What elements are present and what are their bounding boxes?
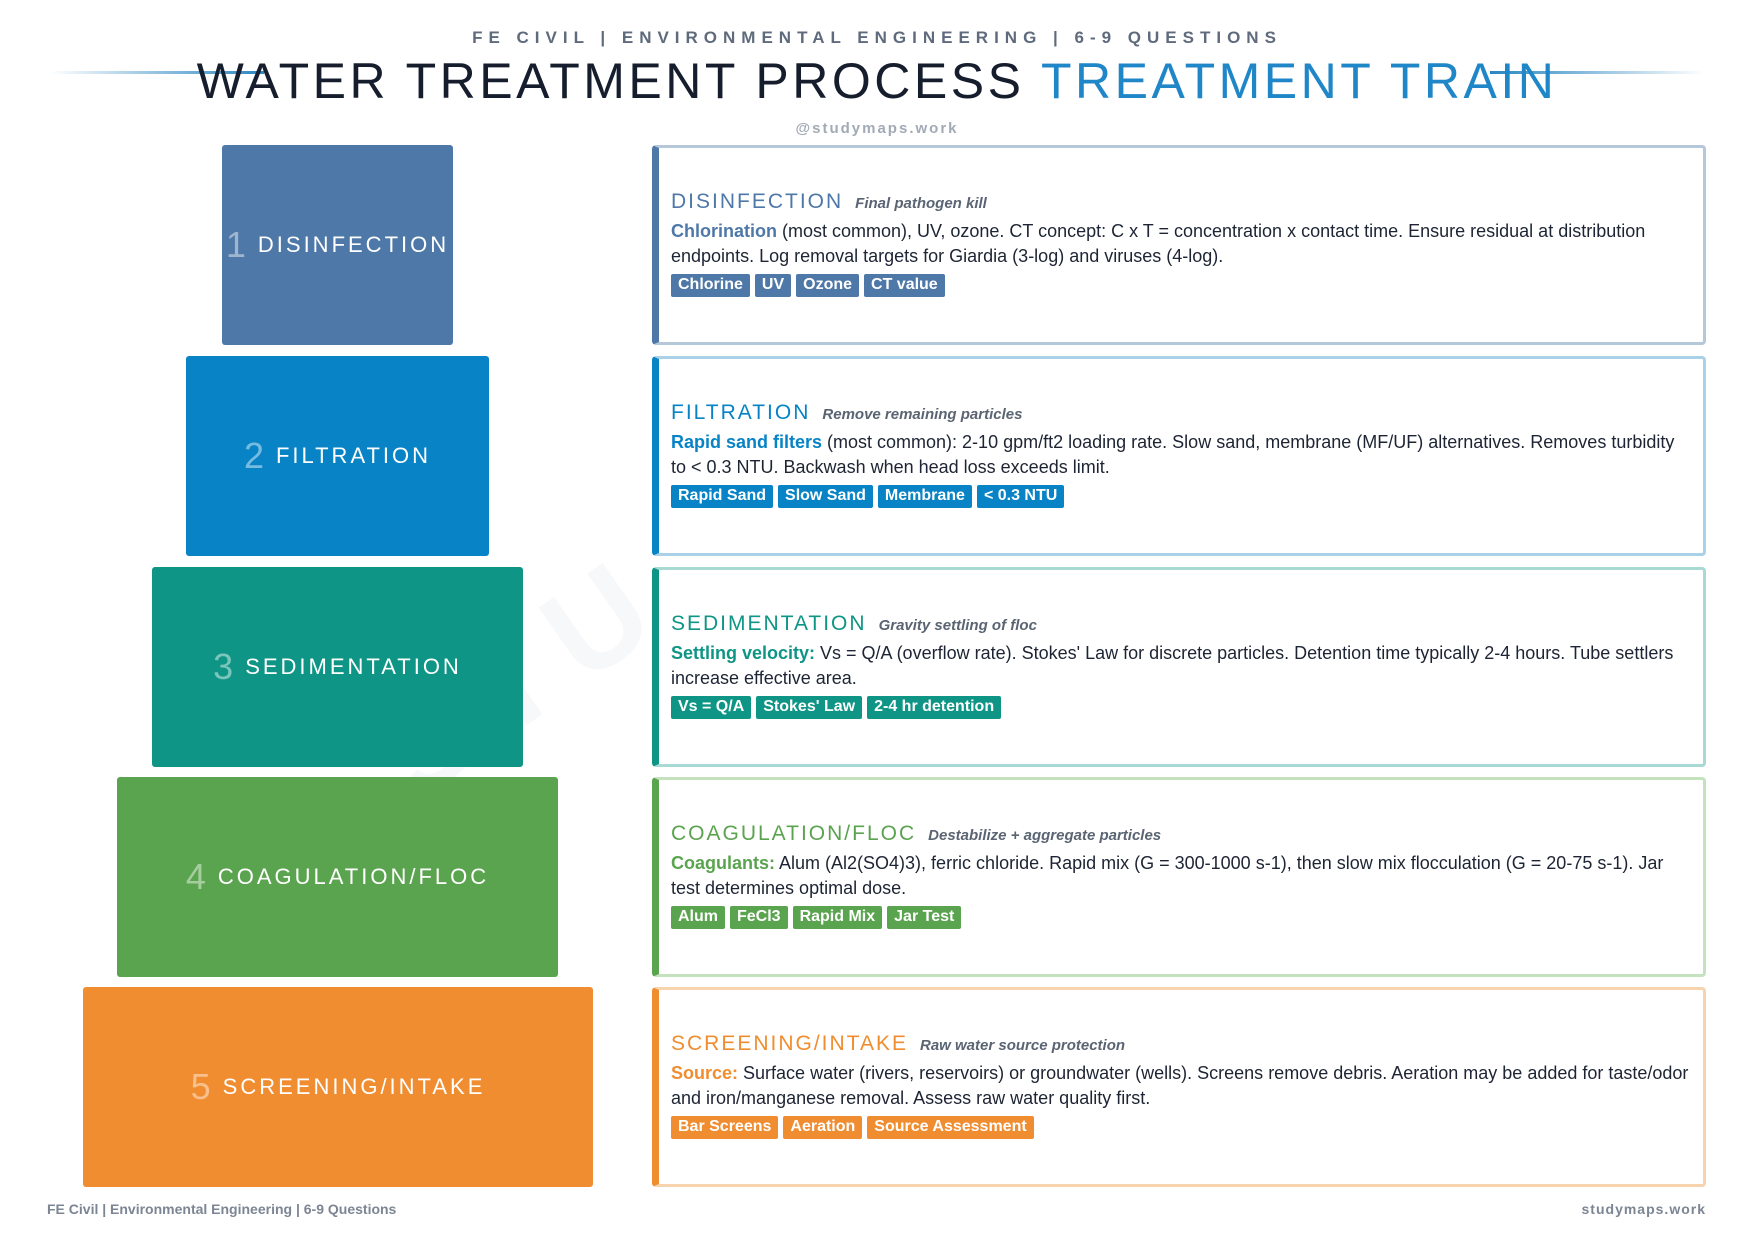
brand-handle: @studymaps.work [795,120,959,137]
card-subtitle: Destabilize + aggregate particles [928,827,1162,844]
card-keyword: Rapid sand filters [671,432,823,452]
step-number: 1 [225,224,246,265]
card-keyword: Source: [671,1063,739,1083]
card-filtration: FILTRATION Remove remaining particles Ra… [652,356,1706,556]
card-subtitle: Gravity settling of floc [878,617,1037,634]
tag: CT value [864,274,945,297]
tag: Ozone [796,274,860,297]
tag-list: Bar Screens Aeration Source Assessment [671,1116,1691,1139]
card-text: Vs = Q/A (overflow rate). Stokes' Law fo… [671,643,1674,688]
step-number: 2 [243,435,264,476]
title-main: WATER TREATMENT PROCESS [196,53,1025,109]
card-description: Coagulants: Alum (Al2(SO4)3), ferric chl… [671,851,1691,901]
card-title: SEDIMENTATION [671,612,867,635]
tag: 2-4 hr detention [867,696,1002,719]
card-title: COAGULATION/FLOC [671,822,917,845]
step-label: SEDIMENTATION [245,654,462,679]
step-disinfection: 1 DISINFECTION [222,145,453,345]
tag: Vs = Q/A [671,696,752,719]
card-subtitle: Final pathogen kill [855,195,987,212]
title-rule-left [50,71,264,74]
step-sedimentation: 3 SEDIMENTATION [152,567,523,767]
card-header: SCREENING/INTAKE Raw water source protec… [671,1032,1691,1056]
card-disinfection: DISINFECTION Final pathogen kill Chlorin… [652,145,1706,345]
card-screening-intake: SCREENING/INTAKE Raw water source protec… [652,987,1706,1187]
title-rule-right [1490,71,1704,74]
tag-list: Alum FeCl3 Rapid Mix Jar Test [671,906,1691,929]
card-header: FILTRATION Remove remaining particles [671,401,1691,425]
card-keyword: Coagulants: [671,853,776,873]
card-header: DISINFECTION Final pathogen kill [671,190,1691,214]
card-title: DISINFECTION [671,190,844,213]
card-subtitle: Remove remaining particles [822,406,1023,423]
title-row: WATER TREATMENT PROCESS TREATMENT TRAIN [0,52,1754,116]
header-subtitle: FE CIVIL | ENVIRONMENTAL ENGINEERING | 6… [472,28,1282,47]
footer-caption: FE Civil | Environmental Engineering | 6… [47,1201,397,1217]
card-sedimentation: SEDIMENTATION Gravity settling of floc S… [652,567,1706,767]
tag: Alum [671,906,725,929]
tag: Slow Sand [778,485,873,508]
tag: Stokes' Law [756,696,863,719]
tag-list: Chlorine UV Ozone CT value [671,274,1691,297]
step-filtration: 2 FILTRATION [186,356,489,556]
card-text: Surface water (rivers, reservoirs) or gr… [671,1063,1689,1108]
tag: Source Assessment [867,1116,1034,1139]
card-coagulation-floc: COAGULATION/FLOC Destabilize + aggregate… [652,777,1706,977]
card-description: Rapid sand filters (most common): 2-10 g… [671,430,1691,480]
card-description: Chlorination (most common), UV, ozone. C… [671,219,1691,269]
card-title: FILTRATION [671,401,811,424]
footer-brand: studymaps.work [1581,1201,1706,1217]
tag-list: Rapid Sand Slow Sand Membrane < 0.3 NTU [671,485,1691,508]
tag: FeCl3 [730,906,788,929]
card-keyword: Settling velocity: [671,643,816,663]
card-text: (most common): 2-10 gpm/ft2 loading rate… [671,432,1675,477]
step-number: 3 [213,646,234,687]
tag: Aeration [783,1116,863,1139]
card-description: Source: Surface water (rivers, reservoir… [671,1061,1691,1111]
card-text: Alum (Al2(SO4)3), ferric chloride. Rapid… [671,853,1664,898]
card-title: SCREENING/INTAKE [671,1032,908,1055]
step-label: SCREENING/INTAKE [222,1074,486,1099]
step-screening-intake: 5 SCREENING/INTAKE [83,987,593,1187]
page-title: WATER TREATMENT PROCESS TREATMENT TRAIN [0,52,1754,110]
card-text: (most common), UV, ozone. CT concept: C … [671,221,1646,266]
step-number: 4 [185,856,206,897]
card-description: Settling velocity: Vs = Q/A (overflow ra… [671,641,1691,691]
tag: Jar Test [887,906,962,929]
step-label: COAGULATION/FLOC [217,864,490,889]
step-label: FILTRATION [275,443,432,468]
title-accent: TREATMENT TRAIN [1040,53,1558,109]
tag: Chlorine [671,274,750,297]
step-coagulation-floc: 4 COAGULATION/FLOC [117,777,558,977]
step-label: DISINFECTION [257,232,450,257]
step-number: 5 [190,1066,211,1107]
tag-list: Vs = Q/A Stokes' Law 2-4 hr detention [671,696,1691,719]
tag: Rapid Sand [671,485,774,508]
tag: Rapid Mix [792,906,883,929]
card-subtitle: Raw water source protection [919,1037,1126,1054]
card-header: COAGULATION/FLOC Destabilize + aggregate… [671,822,1691,846]
card-header: SEDIMENTATION Gravity settling of floc [671,612,1691,636]
tag: < 0.3 NTU [976,485,1065,508]
card-keyword: Chlorination [671,221,777,241]
tag: UV [754,274,792,297]
tag: Bar Screens [671,1116,779,1139]
tag: Membrane [877,485,972,508]
